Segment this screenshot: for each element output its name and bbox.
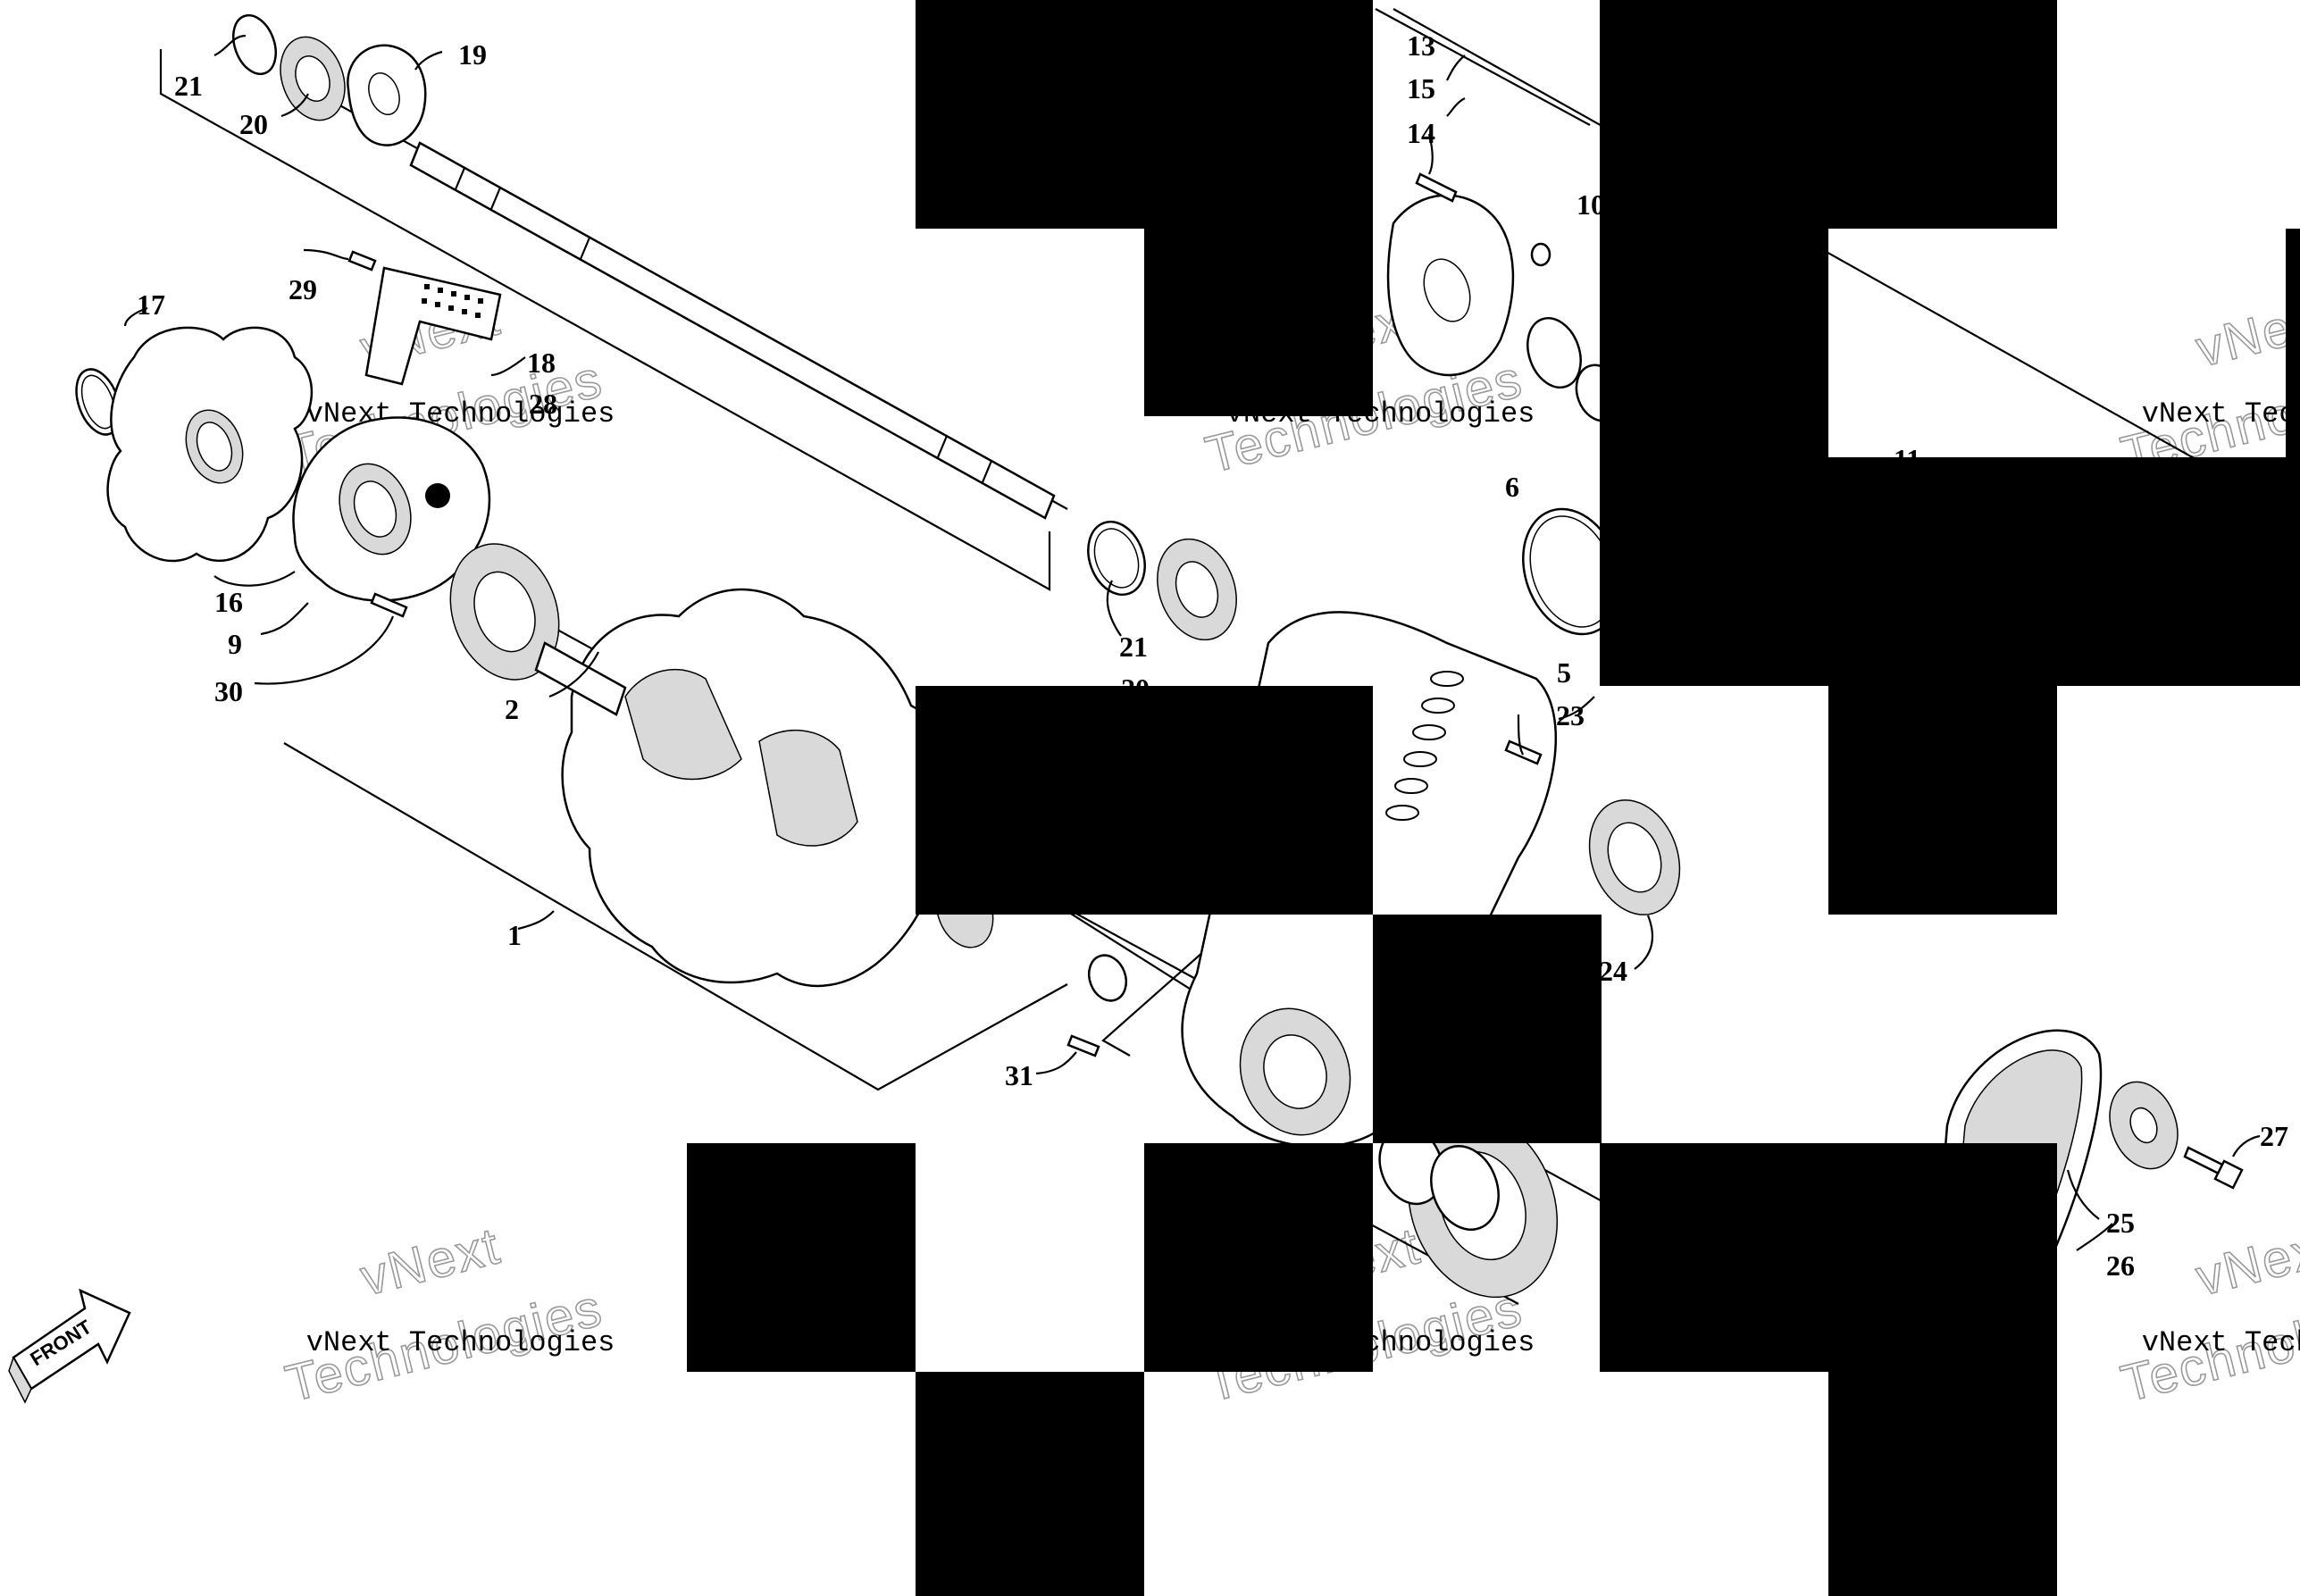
part-label-28: 28 [529, 388, 557, 420]
part-label-24: 24 [1599, 955, 1627, 987]
occlusion-block [916, 0, 1373, 229]
part-label-29: 29 [289, 273, 317, 305]
lower-gear [1378, 1113, 1559, 1299]
occlusion-block [1600, 229, 1828, 686]
watermark-line-text: vNext Technologies [2142, 1326, 2300, 1359]
part-label-1: 1 [507, 919, 522, 951]
part-label-18: 18 [527, 347, 556, 379]
snap-ring-17 [75, 368, 121, 436]
occlusion-block [1828, 1372, 2057, 1596]
part-label-21b: 21 [1119, 631, 1148, 663]
seal-2 [449, 543, 560, 681]
o-ring-6 [1522, 507, 1622, 636]
leader-lines [123, 34, 2261, 1251]
occlusion-blocks [687, 0, 2300, 1596]
part-label-20a: 20 [239, 108, 268, 140]
part-label-19: 19 [458, 38, 487, 71]
occlusion-block [1600, 0, 2057, 229]
part-label-14: 14 [1407, 117, 1435, 149]
part-label-9: 9 [228, 628, 242, 660]
part-label-6: 6 [1505, 471, 1519, 503]
part-label-16: 16 [214, 586, 243, 618]
occlusion-block [687, 1143, 916, 1372]
sprocket-gear-24 [1588, 799, 1681, 915]
part-label-23: 23 [1556, 699, 1585, 731]
occlusion-block [1600, 1143, 2057, 1372]
part-labels: 1 2 5 6 9 10 11 13 14 15 16 17 18 19 20 … [137, 29, 2288, 1282]
watermark-line-text: vNext Technologies [2142, 397, 2300, 430]
bracket-28 [364, 266, 502, 386]
occlusion-block [1373, 915, 1602, 1143]
sprocket-plate-16 [106, 326, 314, 563]
watermark-top-text: vNext [2190, 1216, 2300, 1307]
watermark-line-text: vNext Technologies [306, 1326, 615, 1359]
occlusion-block [2286, 229, 2300, 686]
front-arrow-icon: FRONT [8, 1288, 131, 1404]
occlusion-block [916, 1372, 1144, 1596]
group-brackets [159, 8, 1591, 1091]
shaft-18 [409, 141, 1056, 520]
part-label-27: 27 [2260, 1120, 2288, 1152]
occlusion-block [1144, 1143, 1373, 1372]
part-label-26: 26 [2106, 1249, 2135, 1282]
part-label-30: 30 [214, 675, 243, 707]
part-label-17: 17 [137, 288, 165, 321]
occlusion-block [1144, 229, 1373, 416]
occlusion-block [1828, 686, 2057, 915]
small-bolts [347, 250, 1543, 1057]
watermark-1: Technologies vNext Technologies vNext [280, 1216, 615, 1414]
part-label-2: 2 [505, 693, 519, 725]
part-label-21a: 21 [174, 70, 203, 102]
part-label-25: 25 [2106, 1207, 2135, 1239]
lower-bearing-set [1087, 520, 1237, 641]
watermark-top-text: vNext [2190, 288, 2300, 378]
occlusion-block [916, 686, 1373, 915]
upper-bearing-set [232, 13, 427, 146]
part-label-15: 15 [1407, 72, 1435, 104]
watermark-top-text: vNext [355, 1216, 506, 1307]
occlusion-block [1828, 457, 2286, 686]
part-label-13: 13 [1407, 29, 1435, 62]
bearing-housing-9 [292, 416, 490, 602]
part-label-5: 5 [1557, 656, 1571, 689]
washer-25-bolt-27 [2109, 1081, 2244, 1190]
part-label-31: 31 [1005, 1059, 1033, 1091]
